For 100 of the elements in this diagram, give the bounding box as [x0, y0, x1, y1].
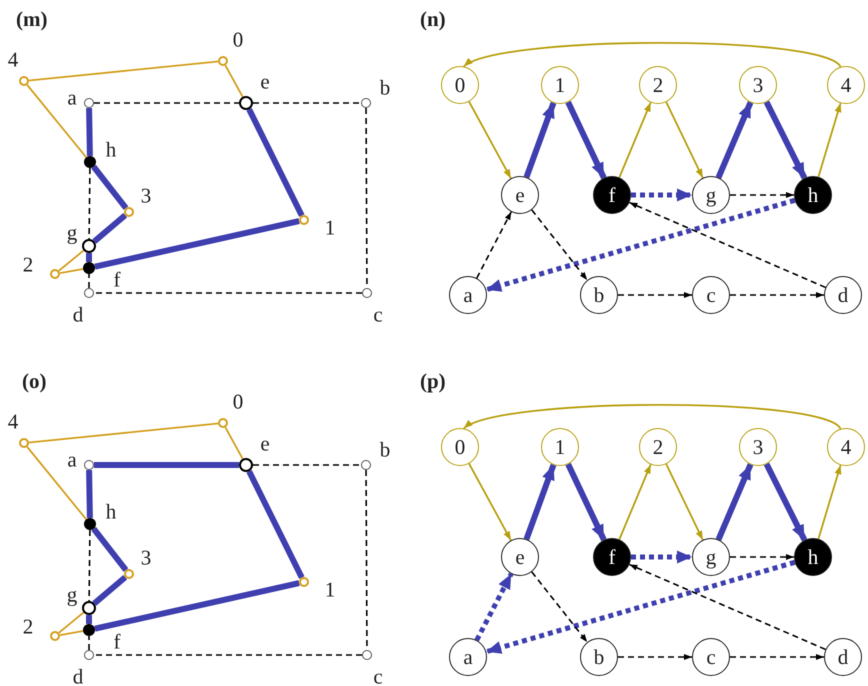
arrow	[730, 192, 794, 198]
node-label: e	[515, 184, 525, 206]
point-marker	[218, 418, 228, 428]
point-marker	[84, 156, 96, 168]
graph-node	[541, 428, 579, 466]
arrow	[565, 100, 607, 180]
connector-line	[28, 422, 218, 444]
arrow	[665, 464, 704, 540]
point-marker	[361, 460, 371, 470]
arrow	[716, 463, 754, 541]
node-label: 4	[840, 74, 852, 96]
connector-line	[253, 464, 361, 466]
point-label: e	[260, 72, 270, 92]
panel-label: (m)	[16, 9, 48, 30]
connector-line	[94, 580, 300, 632]
arrow	[764, 100, 808, 180]
arrow	[730, 292, 824, 298]
connector-line	[88, 530, 91, 601]
arrow	[818, 464, 842, 540]
node-label: 3	[752, 436, 764, 458]
node-label: h	[808, 546, 818, 568]
point-marker	[84, 460, 94, 470]
arrow	[468, 463, 512, 541]
arrow	[524, 464, 556, 540]
point-marker	[361, 98, 371, 108]
arrow	[818, 102, 842, 178]
node-label: g	[706, 546, 716, 568]
graph-node	[692, 276, 730, 314]
arrow	[524, 102, 556, 178]
point-marker	[84, 518, 96, 530]
connector-line	[28, 60, 218, 82]
point-label: 4	[8, 412, 18, 432]
graph-node	[692, 638, 730, 676]
point-marker	[83, 262, 95, 274]
point-label: e	[260, 434, 270, 454]
point-marker	[239, 458, 253, 472]
graph-node	[692, 538, 730, 576]
connector-line	[253, 102, 361, 104]
node-label: g	[706, 184, 716, 206]
point-label: 2	[22, 254, 34, 276]
node-label: a	[463, 284, 473, 306]
node-label: a	[463, 646, 473, 668]
arrow	[665, 102, 704, 178]
node-label: e	[515, 546, 525, 568]
graph-node	[794, 538, 832, 576]
graph-node	[639, 66, 677, 104]
point-label: d	[72, 304, 84, 326]
node-label: 1	[554, 436, 566, 458]
point-label: 1	[324, 580, 336, 600]
graph-node	[441, 66, 479, 104]
arrow	[463, 42, 842, 68]
point-label: d	[72, 666, 84, 686]
arrow	[531, 209, 588, 281]
connector-line	[86, 253, 92, 262]
arrow	[730, 554, 794, 560]
arrow	[629, 202, 826, 288]
point-label: f	[114, 632, 120, 652]
graph-node	[580, 638, 618, 676]
node-label: f	[608, 184, 616, 206]
node-label: c	[706, 646, 716, 668]
connector-line	[246, 470, 304, 579]
graph-node	[827, 66, 865, 104]
graph-node	[739, 428, 777, 466]
point-marker	[124, 569, 134, 579]
point-label: c	[373, 666, 383, 686]
connector-line	[60, 630, 84, 636]
connector-line	[94, 462, 239, 468]
point-marker	[84, 98, 94, 108]
connector-line	[92, 574, 128, 606]
point-marker	[19, 438, 29, 448]
arrow	[618, 102, 652, 178]
graph-node	[824, 276, 862, 314]
connector-line	[92, 212, 128, 244]
point-label: c	[373, 304, 383, 326]
point-marker	[83, 624, 95, 636]
arrow	[716, 101, 754, 179]
graph-node	[692, 176, 730, 214]
arrow	[631, 550, 692, 564]
graph-node	[449, 276, 487, 314]
arrow	[618, 292, 692, 298]
graph-node	[639, 428, 677, 466]
connector-line	[26, 84, 87, 158]
point-marker	[218, 56, 228, 66]
arrow	[474, 572, 514, 642]
graph-node	[739, 66, 777, 104]
node-label: 1	[554, 74, 566, 96]
node-label: 4	[840, 436, 852, 458]
arrow	[468, 101, 512, 179]
node-label: c	[706, 284, 716, 306]
point-marker	[124, 207, 134, 217]
graph-node	[501, 538, 539, 576]
point-label: 3	[140, 186, 152, 206]
panel-label: (n)	[420, 9, 446, 30]
connector-line	[91, 164, 128, 210]
node-label: h	[808, 184, 818, 206]
node-label: d	[838, 646, 848, 668]
arrow	[565, 462, 607, 542]
connector-line	[94, 218, 300, 270]
point-label: a	[67, 450, 77, 470]
connector-line	[88, 274, 90, 288]
